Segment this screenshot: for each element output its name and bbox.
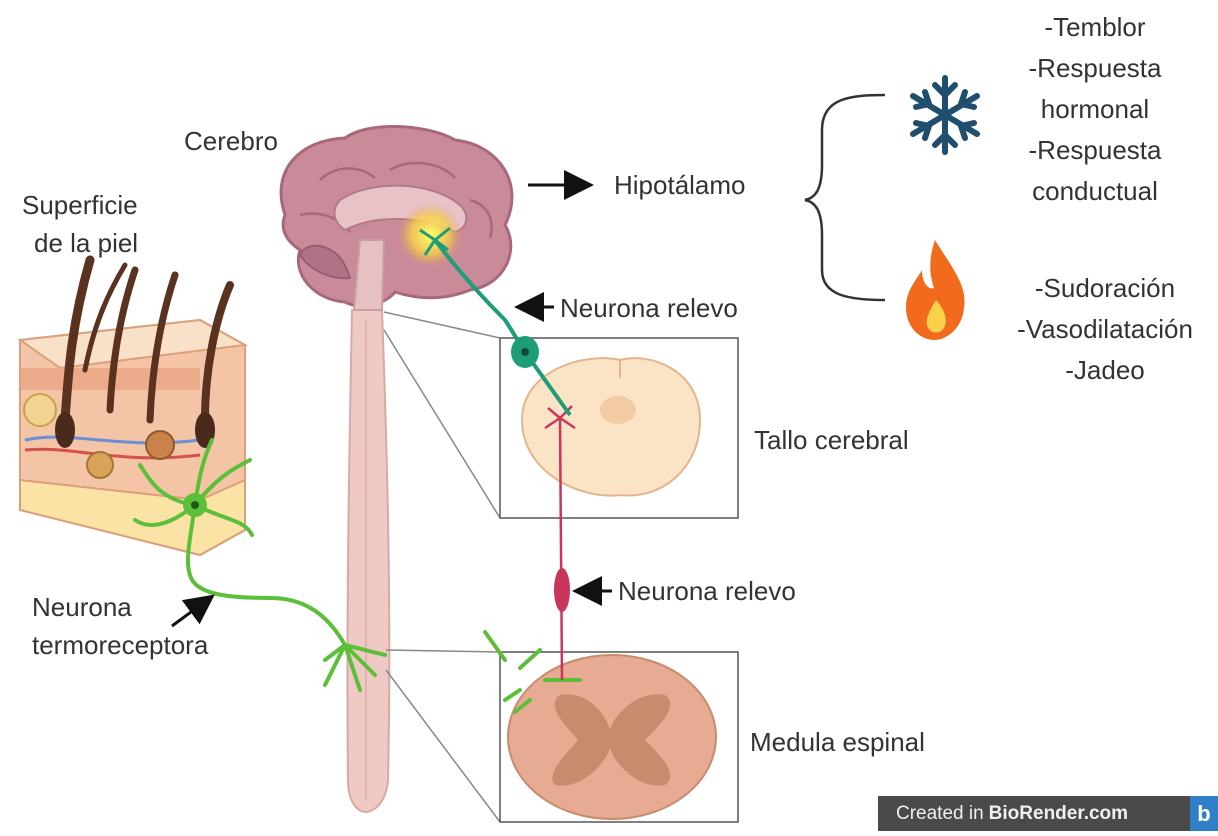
brain-illustration — [281, 126, 512, 310]
cold-response-4: -Respuesta — [1005, 135, 1185, 166]
biorender-logo-icon: b — [1190, 796, 1218, 831]
brain-label: Cerebro — [184, 126, 278, 157]
cold-response-3: hormonal — [1005, 94, 1185, 125]
spinal-section-box — [500, 652, 738, 822]
relay-neuron-lower-label: Neurona relevo — [618, 576, 796, 607]
flame-icon — [906, 240, 965, 340]
hypothalamus-label: Hipotálamo — [614, 170, 746, 201]
spinal-cord-column — [347, 310, 389, 812]
heat-response-1: -Sudoración — [1000, 273, 1210, 304]
cold-response-2: -Respuesta — [1005, 53, 1185, 84]
cold-response-5: conductual — [1005, 176, 1185, 207]
watermark-prefix: Created in — [896, 803, 984, 825]
brainstem-label: Tallo cerebral — [754, 425, 909, 456]
skin-surface-label-line2: de la piel — [34, 228, 138, 259]
skin-surface-label-line1: Superficie — [22, 190, 138, 221]
heat-response-3: -Jadeo — [1000, 355, 1210, 386]
thermoreceptor-label-line1: Neurona — [32, 592, 132, 623]
relay-neuron-upper-label: Neurona relevo — [560, 293, 738, 324]
snowflake-icon — [913, 78, 977, 152]
biorender-watermark[interactable]: Created in BioRender.com b — [878, 796, 1218, 831]
zoom-lines — [384, 312, 500, 822]
heat-response-2: -Vasodilatación — [1000, 314, 1210, 345]
cold-response-1: -Temblor — [1005, 12, 1185, 43]
spinal-cord-label: Medula espinal — [750, 727, 925, 758]
response-brace — [805, 95, 885, 300]
watermark-brand: BioRender.com — [989, 803, 1128, 825]
thermoreceptor-label-line2: termoreceptora — [32, 630, 208, 661]
